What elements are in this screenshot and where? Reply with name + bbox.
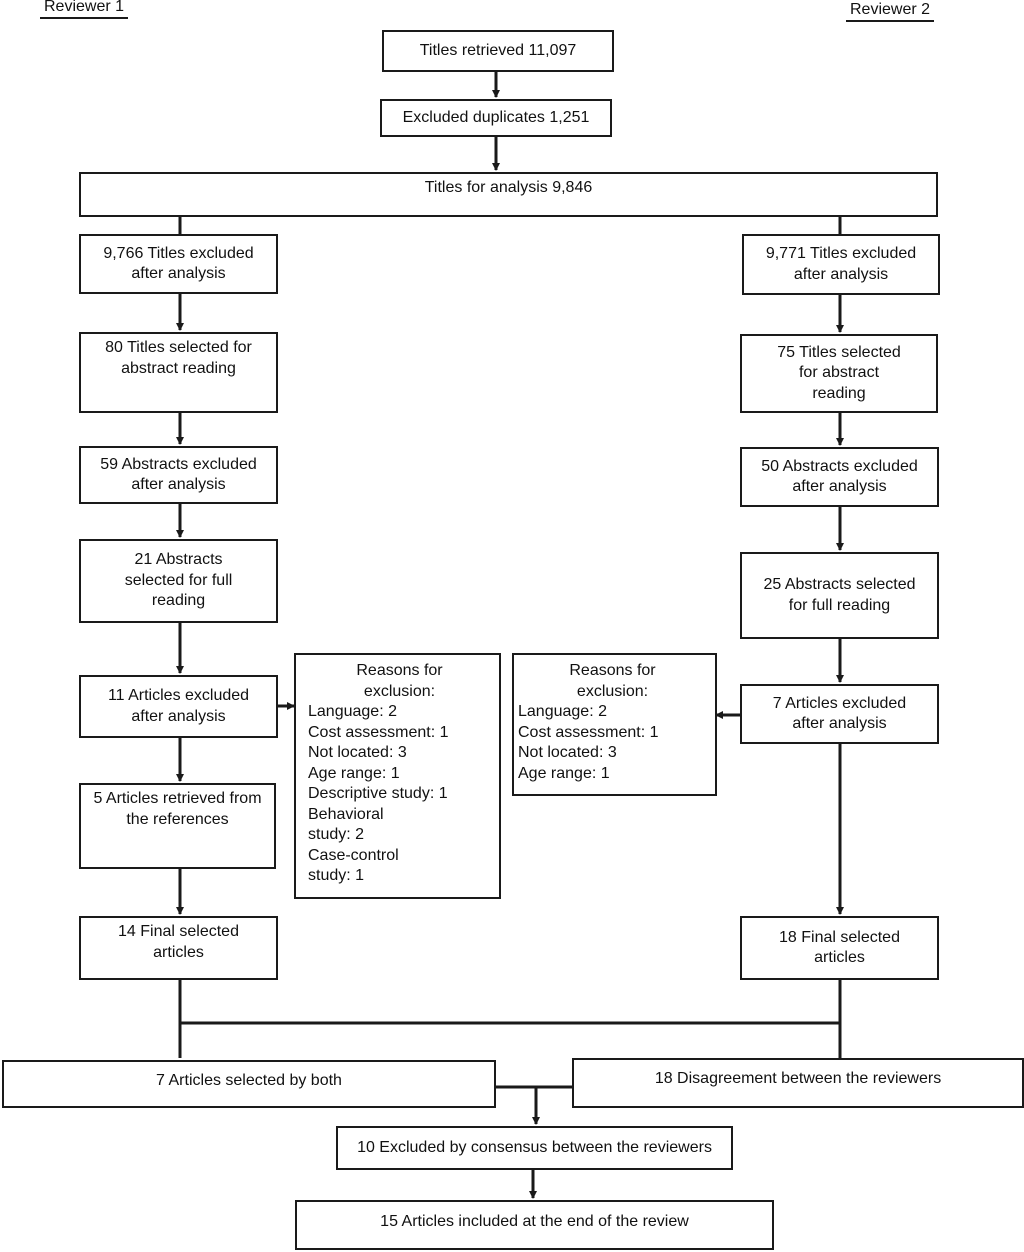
box-line: 11 Articles excluded — [107, 687, 250, 704]
reason-item: Cost assessment: 1 — [518, 723, 659, 741]
r1-abstracts-excluded-box: 59 Abstracts excluded after analysis — [79, 446, 278, 504]
r1-reasons-box: Reasons for exclusion: Language: 2 Cost … — [294, 653, 501, 899]
box-line: Titles retrieved 11,097 — [419, 41, 577, 59]
selected-by-both-box: 7 Articles selected by both — [2, 1060, 496, 1108]
reason-item: Age range: 1 — [308, 764, 400, 782]
reason-item: Not located: 3 — [308, 744, 407, 761]
box-line: Titles for analysis 9,846 — [424, 179, 593, 196]
box-line: after analysis — [792, 478, 887, 495]
reason-item: Cost assessment: 1 — [308, 723, 449, 741]
box-line: 10 Excluded by consensus between the rev… — [357, 1138, 712, 1156]
box-line: for full reading — [788, 596, 891, 614]
box-line: 25 Abstracts selected — [763, 576, 916, 593]
box-line: reading — [812, 384, 866, 402]
r2-reasons-box: Reasons for exclusion: Language: 2 Cost … — [512, 653, 717, 796]
box-line: after analysis — [131, 265, 226, 282]
r1-articles-retrieved-box: 5 Articles retrieved from the references — [79, 783, 276, 869]
reason-item: Case-control — [308, 846, 399, 864]
r1-titles-excluded-box: 9,766 Titles excluded after analysis — [79, 234, 278, 294]
box-line: 15 Articles included at the end of the r… — [380, 1213, 689, 1230]
box-line: selected for full — [124, 571, 233, 589]
box-line: 18 Disagreement between the reviewers — [654, 1070, 942, 1087]
r2-titles-selected-box: 75 Titles selected for abstract reading — [740, 334, 938, 413]
r1-titles-selected-box: 80 Titles selected for abstract reading — [79, 332, 278, 413]
box-line: 7 Articles selected by both — [156, 1072, 342, 1089]
r1-final-selected-box: 14 Final selected articles — [79, 916, 278, 980]
box-line: articles — [153, 943, 204, 961]
box-line: Excluded duplicates 1,251 — [402, 108, 590, 126]
reviewer-2-label: Reviewer 2 — [846, 0, 935, 22]
titles-retrieved-box: Titles retrieved 11,097 — [382, 30, 614, 72]
disagreement-box: 18 Disagreement between the reviewers — [572, 1058, 1024, 1108]
box-line: articles — [814, 949, 865, 966]
box-line: 80 Titles selected for — [105, 339, 252, 356]
r2-articles-excluded-box: 7 Articles excluded after analysis — [740, 684, 939, 744]
excluded-consensus-box: 10 Excluded by consensus between the rev… — [336, 1126, 733, 1170]
r1-abstracts-selected-box: 21 Abstracts selected for full reading — [79, 539, 278, 623]
reasons-title-line: exclusion: — [576, 682, 649, 700]
box-line: 14 Final selected — [118, 923, 239, 940]
reason-item: Age range: 1 — [518, 764, 610, 782]
reasons-title-line: Reasons for — [356, 662, 443, 679]
reasons-title-line: exclusion: — [363, 682, 436, 700]
box-line: after analysis — [131, 476, 226, 493]
included-end-box: 15 Articles included at the end of the r… — [295, 1200, 774, 1250]
box-line: 50 Abstracts excluded — [761, 457, 918, 475]
r2-abstracts-excluded-box: 50 Abstracts excluded after analysis — [740, 447, 939, 507]
box-line: after analysis — [131, 707, 226, 725]
titles-for-analysis-box: Titles for analysis 9,846 — [79, 172, 938, 217]
box-line: 75 Titles selected — [777, 343, 901, 361]
reason-item: study: 1 — [308, 867, 365, 884]
box-line: 21 Abstracts — [134, 551, 223, 569]
box-line: 9,766 Titles excluded — [103, 244, 254, 262]
reason-item: study: 2 — [308, 826, 365, 843]
excluded-duplicates-box: Excluded duplicates 1,251 — [380, 99, 612, 137]
r1-articles-excluded-box: 11 Articles excluded after analysis — [79, 675, 278, 738]
reason-item: Descriptive study: 1 — [308, 785, 448, 802]
reviewer-1-label: Reviewer 1 — [40, 0, 129, 19]
box-line: for abstract — [798, 364, 880, 382]
box-line: reading — [151, 592, 206, 610]
reason-item: Not located: 3 — [518, 744, 617, 761]
reason-item: Behavioral — [308, 805, 384, 823]
r2-titles-excluded-box: 9,771 Titles excluded after analysis — [742, 234, 940, 295]
box-line: the references — [126, 810, 229, 828]
box-line: after analysis — [792, 715, 887, 732]
box-line: abstract reading — [121, 359, 236, 377]
reason-item: Language: 2 — [308, 703, 397, 720]
box-line: 18 Final selected — [779, 928, 900, 946]
r2-final-selected-box: 18 Final selected articles — [740, 916, 939, 980]
reason-item: Language: 2 — [518, 703, 607, 720]
reasons-title-line: Reasons for — [569, 662, 656, 679]
box-line: 9,771 Titles excluded — [765, 245, 917, 262]
box-line: 59 Abstracts excluded — [100, 455, 257, 473]
box-line: after analysis — [793, 265, 889, 283]
box-line: 7 Articles excluded — [772, 694, 907, 712]
box-line: 5 Articles retrieved from — [93, 790, 262, 807]
r2-abstracts-selected-box: 25 Abstracts selected for full reading — [740, 552, 939, 639]
